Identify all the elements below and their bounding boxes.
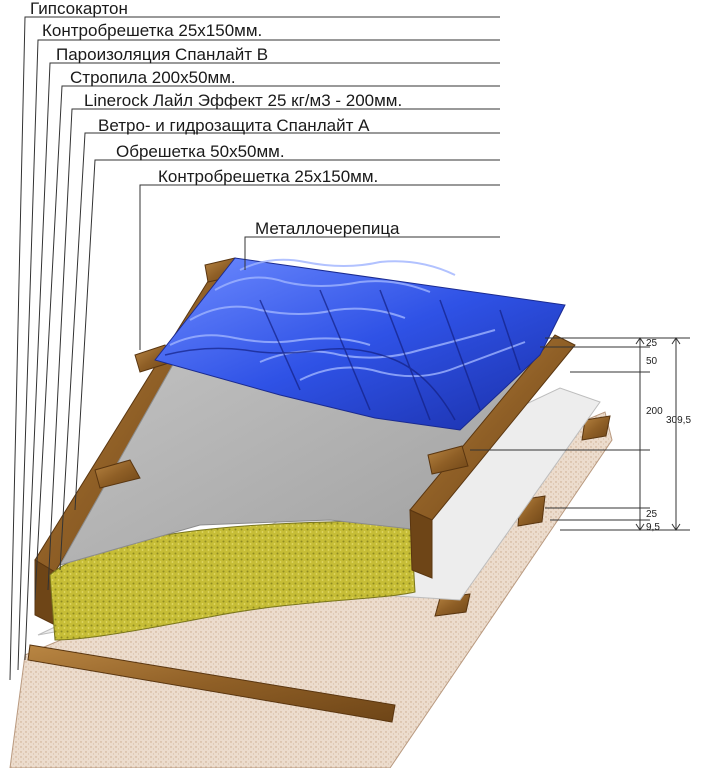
label-lathing: Обрешетка 50х50мм. [116, 142, 285, 161]
label-metal-tile: Металлочерепица [255, 219, 400, 238]
label-wind-membrane: Ветро- и гидрозащита Спанлайт А [98, 116, 370, 135]
metal-tile-ridges-dark [164, 289, 521, 421]
dim-25-top: 25 [646, 338, 658, 349]
dimension-lines [470, 337, 690, 531]
counter-batten-right [427, 445, 469, 475]
label-vapor-barrier: Пароизоляция Спанлайт В [56, 45, 269, 64]
metal-tile-ridges [169, 258, 526, 381]
counter-batten-left [94, 459, 141, 489]
ceiling-batten-bottom [27, 644, 396, 723]
label-rafters: Стропила 200х50мм. [70, 68, 236, 87]
leader-lines [9, 16, 500, 681]
dim-200: 200 [646, 406, 663, 417]
dim-total: 309,5 [666, 415, 691, 426]
rafter-right-front [409, 509, 433, 579]
dim-50: 50 [646, 356, 658, 367]
ceiling-batten-top [581, 415, 611, 441]
label-counter-batten-outer: Контробрешетка 25х150мм. [158, 167, 379, 186]
dim-9-5: 9,5 [646, 522, 660, 533]
dim-25-bottom: 25 [646, 509, 658, 520]
metal-tile-sheet [154, 257, 566, 431]
label-counter-batten-inner: Контробрешетка 25х150мм. [42, 21, 263, 40]
label-gypsum: Гипсокартон [30, 0, 128, 18]
label-insulation: Linerock Лайл Эффект 25 кг/м3 - 200мм. [84, 91, 403, 110]
